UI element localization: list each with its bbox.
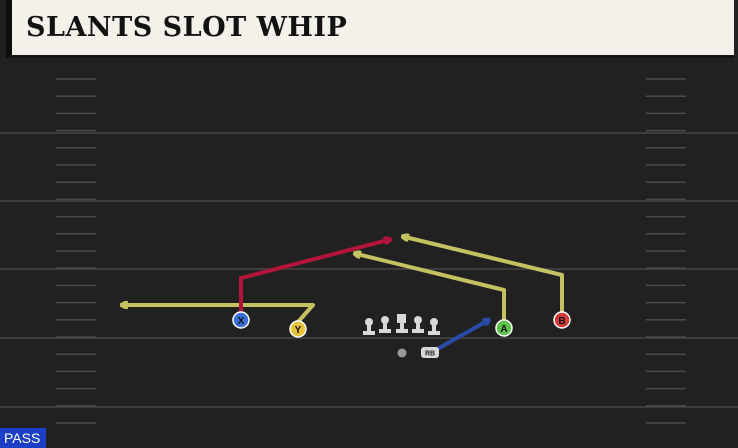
player-marker <box>232 311 250 329</box>
lineman-icon <box>428 318 440 335</box>
offensive-line <box>363 314 440 335</box>
center-lineman-icon <box>396 314 408 333</box>
player-label: A <box>500 324 507 335</box>
player-marker <box>553 311 571 329</box>
player-rb[interactable]: RB <box>421 347 439 358</box>
route-b-slant <box>405 237 564 316</box>
yard-lines <box>0 132 738 408</box>
lineman-icon <box>363 318 375 335</box>
route-a-slant <box>357 254 506 324</box>
route-rb-swing <box>430 321 487 354</box>
play-type-badge: PASS <box>0 428 47 448</box>
rb-marker <box>421 347 439 358</box>
player-label: B <box>558 316 565 327</box>
route-x-slant <box>239 240 388 316</box>
player-y[interactable]: Y <box>289 320 307 338</box>
player-marker <box>289 320 307 338</box>
player-label: X <box>238 316 245 327</box>
right-hash-marks <box>646 78 686 424</box>
play-title: SLANTS SLOT WHIP <box>26 12 348 43</box>
lineman-icon <box>379 316 391 333</box>
lineman-icon <box>412 316 424 333</box>
title-banner: SLANTS SLOT WHIP <box>6 0 734 58</box>
player-label: Y <box>295 325 302 336</box>
player-label: RB <box>425 351 435 358</box>
player-marker <box>495 319 513 337</box>
left-hash-marks <box>56 78 96 424</box>
quarterback-dot-icon <box>397 348 407 358</box>
player-a[interactable]: A <box>495 319 513 337</box>
routes <box>124 237 564 354</box>
player-b[interactable]: B <box>553 311 571 329</box>
player-x[interactable]: X <box>232 311 250 329</box>
route-y-out <box>124 305 315 324</box>
